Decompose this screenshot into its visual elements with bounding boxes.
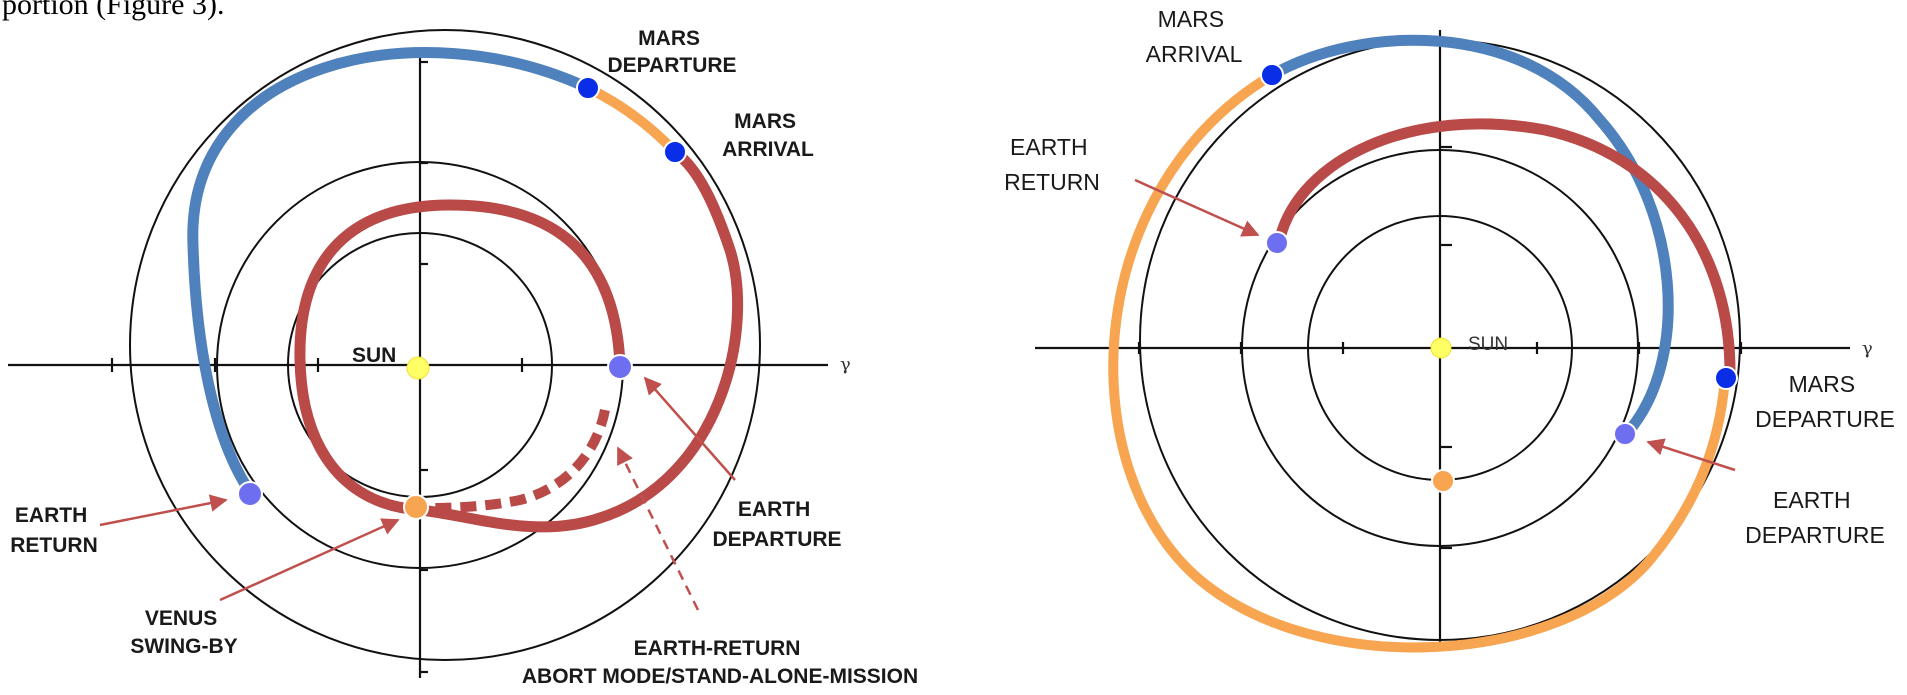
left-venus-swingby-arrow: [219, 518, 400, 602]
left-mars-stay-arc: [585, 83, 679, 156]
right-mars-arrival-dot: [1260, 63, 1284, 87]
left-mars-orbit: [129, 29, 761, 661]
left-venus-swingby-label: VENUS SWING-BY: [130, 607, 237, 658]
left-venus-dot: [403, 494, 429, 520]
right-earth-orbit: [1241, 149, 1639, 547]
left-abort-arrow: [616, 446, 700, 611]
right-diagram: SUN γ MARS ARRIVAL EARTH RETURN MARS DEP…: [1004, 6, 1895, 653]
left-earth-return-dot: [237, 481, 263, 507]
right-sun-label: SUN: [1468, 334, 1508, 355]
right-mars-stay-arc: [1108, 70, 1730, 653]
left-sun-label: SUN: [352, 344, 396, 367]
right-earth-return-dot: [1265, 231, 1289, 255]
right-earth-return-label: EARTH RETURN: [1004, 134, 1100, 195]
right-mars-departure-label: MARS DEPARTURE: [1755, 371, 1895, 432]
left-earth-return-arrow: [99, 494, 228, 527]
left-earth-departure-label: EARTH DEPARTURE: [712, 498, 841, 551]
left-abort-trajectory: [419, 408, 610, 513]
left-earth-departure-arrow: [643, 376, 736, 481]
left-mars-departure-dot: [576, 76, 600, 100]
left-mars-departure-label: MARS DEPARTURE: [607, 27, 736, 77]
right-sun-icon: [1430, 337, 1452, 359]
right-earth-departure-label: EARTH DEPARTURE: [1745, 487, 1885, 548]
right-venus-dot: [1431, 469, 1455, 493]
left-earth-departure-dot: [607, 354, 633, 380]
left-earth-return-label: EARTH RETURN: [10, 504, 98, 557]
right-mars-arrival-label: MARS ARRIVAL: [1146, 6, 1243, 67]
left-diagram: SUN γ MARS DEPARTURE MARS ARRIVAL EARTH …: [8, 27, 918, 688]
left-abort-mode-label: EARTH-RETURN ABORT MODE/STAND-ALONE-MISS…: [522, 637, 918, 688]
right-earth-return-arrow: [1134, 178, 1260, 237]
left-return-arc: [187, 47, 591, 496]
left-outbound-arc: [294, 147, 744, 533]
right-earth-departure-arrow: [1646, 438, 1736, 472]
header-text-fragment: portion (Figure 3).: [2, 0, 224, 21]
right-outbound-arc: [1269, 34, 1674, 436]
left-gamma-label: γ: [840, 354, 851, 375]
right-earth-departure-dot: [1613, 422, 1637, 446]
right-mars-departure-dot: [1714, 366, 1738, 390]
right-gamma-label: γ: [1862, 338, 1873, 359]
left-sun-icon: [406, 356, 430, 380]
left-mars-arrival-label: MARS ARRIVAL: [722, 110, 814, 161]
right-return-arc: [1274, 118, 1736, 379]
left-mars-arrival-dot: [663, 140, 687, 164]
